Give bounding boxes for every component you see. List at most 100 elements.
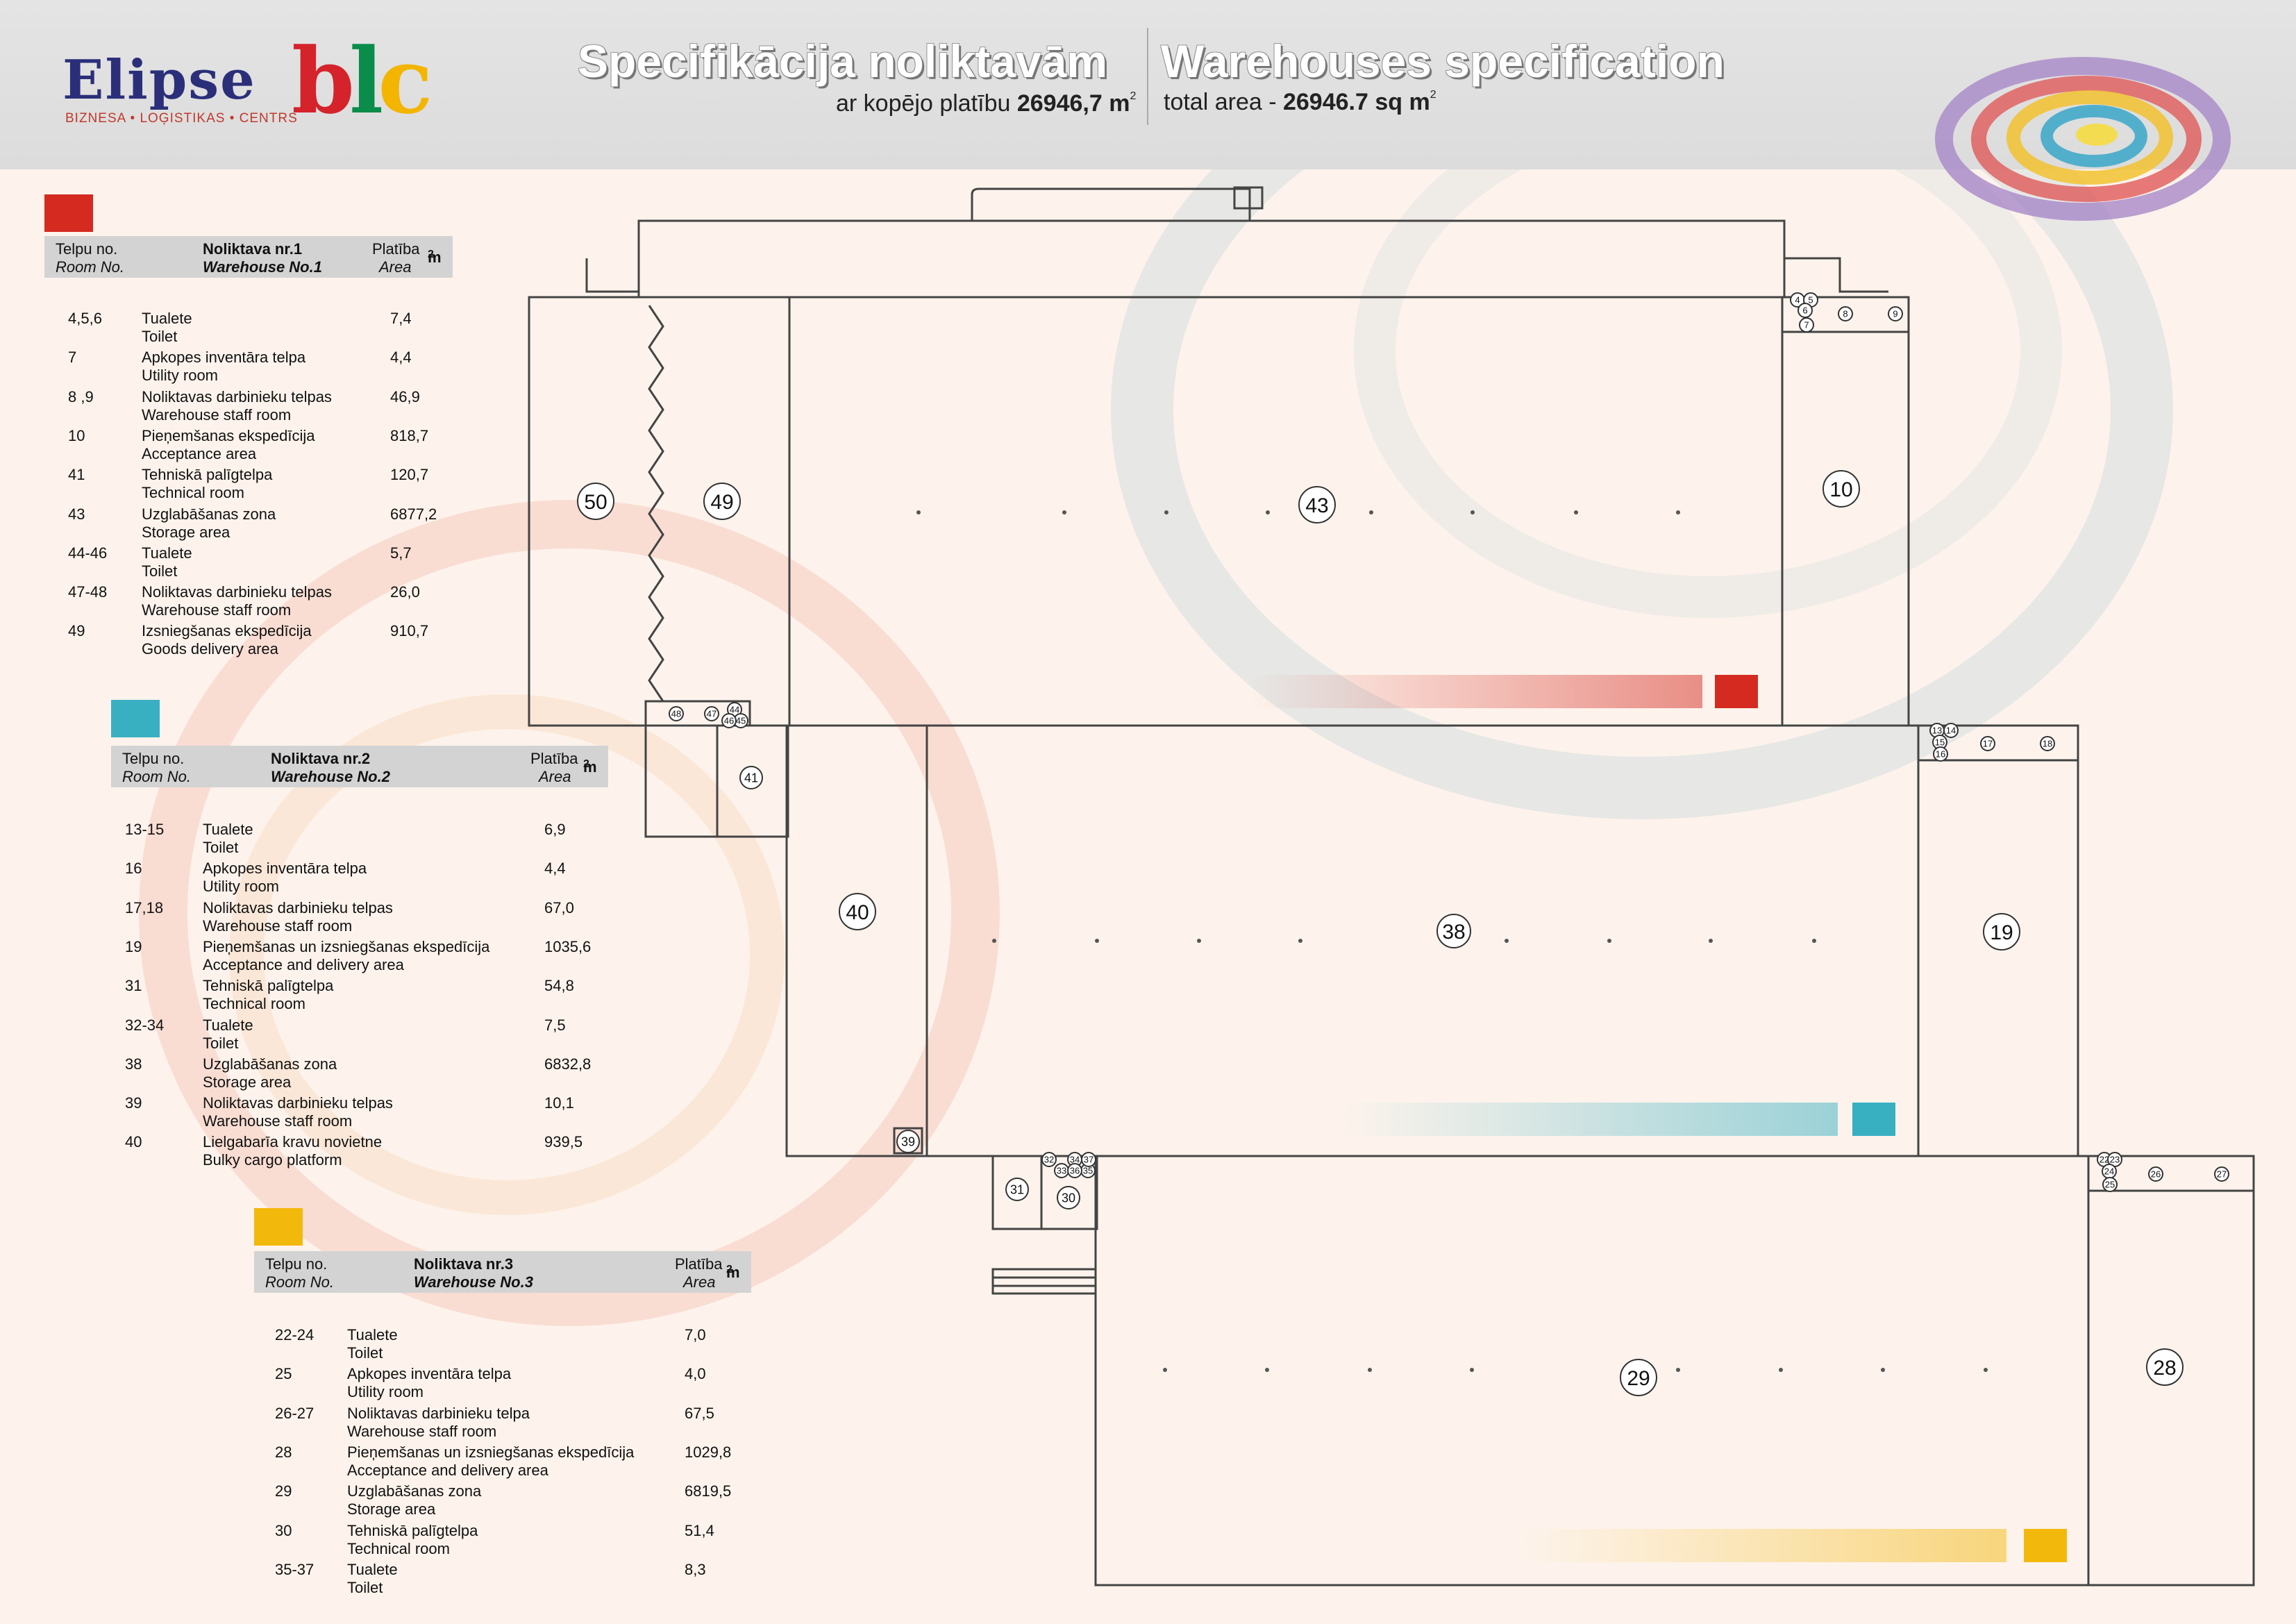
w1-zigzag-divider (648, 305, 664, 702)
room-name-lv: Noliktavas darbinieku telpas (142, 583, 332, 601)
room-label-50: 50 (584, 491, 607, 514)
room-area: 26,0 (390, 583, 420, 601)
room-area: 939,5 (544, 1133, 583, 1151)
room-area: 54,8 (544, 977, 574, 995)
room-number: 16 (125, 860, 142, 878)
warehouse-3-legend-square (2024, 1529, 2067, 1562)
subtitle-english-prefix: total area - (1164, 89, 1277, 115)
plan-walls (528, 186, 2255, 1587)
room-area: 6,9 (544, 821, 566, 838)
room-number: 47-48 (68, 583, 108, 601)
room-number: 22-24 (275, 1326, 315, 1343)
room-name-lv: Uzglabāšanas zona (142, 505, 276, 523)
room-area: 67,0 (544, 898, 574, 916)
office-stair (1233, 186, 1264, 210)
small-room-label-16-marker (1933, 746, 1948, 762)
room-number: 41 (68, 466, 85, 484)
room-label-39: 39 (901, 1135, 915, 1148)
warehouse-2-legend-bar (1340, 1103, 1838, 1136)
room-name-lv: Apkopes inventāra telpa (203, 860, 367, 878)
room-label-38: 38 (1442, 921, 1465, 944)
w3-small-rooms (2087, 1155, 2255, 1192)
logo-subtitle: BIZNESA • LOĢISTIKAS • CENTRS (65, 111, 298, 126)
warehouse-name-en: Warehouse No.3 (414, 1273, 533, 1291)
small-room-label-13: 13 (1932, 726, 1942, 736)
room-name-en: Warehouse staff room (347, 1422, 497, 1440)
warehouse-1-legend-square (1715, 675, 1758, 708)
room-number: 29 (275, 1482, 292, 1500)
room-name-lv: Lielgabarīa kravu novietne (203, 1133, 383, 1151)
small-room-label-5: 5 (1808, 295, 1813, 305)
room-number: 26-27 (275, 1404, 315, 1422)
room-no-en: Room No. (265, 1273, 335, 1291)
room-name-lv: Noliktavas darbinieku telpas (203, 1094, 393, 1112)
room-name-en: Warehouse staff room (203, 1112, 353, 1130)
small-room-label-14: 14 (1946, 726, 1956, 736)
title-latvian: Specifikācija noliktavām (578, 35, 1108, 87)
room-name-lv: Pieņemšanas un izsniegšanas ekspedīcija (203, 937, 490, 955)
room-label-29-marker (1620, 1359, 1657, 1396)
room-area: 910,7 (390, 622, 429, 640)
room-name-lv: Noliktavas darbinieku telpas (203, 898, 393, 916)
room-area: 6819,5 (685, 1482, 732, 1500)
warehouse-3-legend-bar (1520, 1529, 2006, 1562)
small-room-label-47: 47 (707, 709, 717, 719)
room-label-28: 28 (2153, 1357, 2176, 1380)
room-name-en: Technical room (347, 1539, 450, 1557)
room-number: 39 (125, 1094, 142, 1112)
room-area: 7,4 (390, 310, 412, 327)
room-name-lv: Tualete (347, 1560, 398, 1578)
small-room-label-47-marker (704, 706, 719, 721)
logo-letter-l: l (349, 28, 383, 134)
unit-latvian: m (1109, 90, 1130, 117)
room-number: 19 (125, 937, 142, 955)
subtitle-latvian: ar kopējo platību 26946,7 m2 (836, 90, 1137, 117)
room-label-50-marker (577, 483, 614, 520)
small-room-label-22: 22 (2100, 1155, 2109, 1165)
area-en: Area (683, 1273, 716, 1291)
warehouse-name-en: Warehouse No.2 (271, 768, 390, 785)
room-name-en: Toilet (142, 328, 178, 345)
warehouse-2-legend-square (1852, 1103, 1895, 1136)
room-area: 120,7 (390, 466, 429, 484)
room-area: 8,3 (685, 1560, 706, 1578)
room-name-en: Toilet (347, 1578, 383, 1596)
room-name-en: Warehouse staff room (142, 405, 292, 424)
small-room-label-23: 23 (2110, 1155, 2120, 1165)
room-name-en: Utility room (203, 878, 280, 896)
small-room-label-37: 37 (1084, 1155, 1093, 1165)
room-name-lv: Pieņemšanas ekspedīcija (142, 426, 315, 444)
room-name-lv: Apkopes inventāra telpa (142, 349, 306, 367)
room-number: 13-15 (125, 821, 165, 838)
small-room-label-4: 4 (1795, 295, 1800, 305)
room-label-49: 49 (710, 491, 733, 514)
room-label-31: 31 (1010, 1182, 1024, 1196)
small-room-label-25: 25 (2105, 1180, 2115, 1190)
small-room-label-8: 8 (1843, 309, 1847, 319)
small-room-label-32-marker (1041, 1152, 1057, 1167)
warehouse-2-color-swatch (111, 700, 160, 737)
decorative-swirl-emblem (1935, 57, 2231, 221)
room-label-39-marker (896, 1130, 920, 1153)
small-room-label-46: 46 (724, 716, 734, 726)
room-label-19: 19 (1990, 921, 2013, 944)
room-label-38-marker (1436, 914, 1471, 948)
warehouse-name-lv: Noliktava nr.1 (203, 240, 303, 258)
room-number: 40 (125, 1133, 142, 1151)
total-area-latvian: 26946,7 (1016, 90, 1103, 117)
area-lv: Platība (675, 1255, 723, 1273)
room-name-lv: Uzglabāšanas zona (203, 1055, 337, 1073)
warehouse-1-table-header: Telpu no. Room No. Noliktava nr.1 Wareho… (44, 236, 453, 278)
room-label-43: 43 (1305, 494, 1328, 517)
room-name-en: Goods delivery area (142, 640, 278, 658)
w3-ramp (991, 1268, 1097, 1295)
small-room-label-37-marker (1081, 1152, 1096, 1167)
room-label-43-marker (1298, 486, 1336, 524)
room-name-en: Toilet (142, 562, 178, 580)
room-area: 4,0 (685, 1365, 706, 1383)
room-label-41: 41 (744, 771, 758, 785)
room-name-lv: Noliktavas darbinieku telpa (347, 1404, 530, 1422)
room-name-lv: Noliktavas darbinieku telpas (142, 387, 332, 405)
